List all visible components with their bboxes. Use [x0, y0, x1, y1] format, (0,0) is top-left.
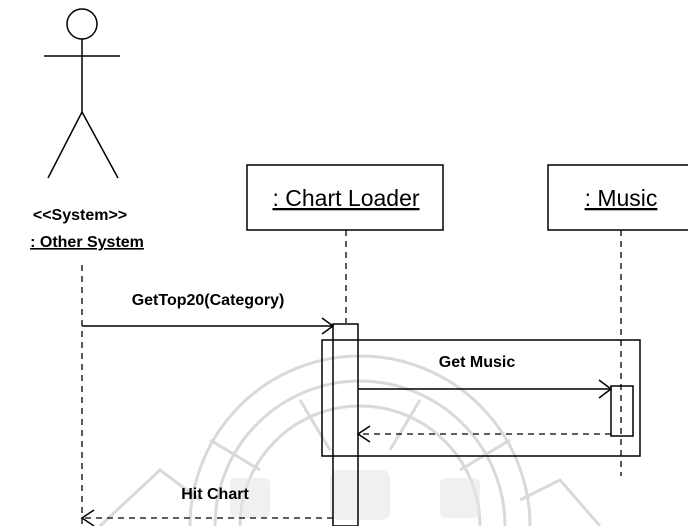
message-label-get-music: Get Music	[439, 354, 516, 371]
message-label-hit-chart: Hit Chart	[181, 486, 249, 503]
lifeline-label-chart-loader: : Chart Loader	[272, 185, 419, 211]
activation-music	[611, 386, 633, 436]
lifeline-label-music: : Music	[585, 185, 658, 211]
actor-right-leg	[82, 112, 118, 178]
actor-stereotype: <<System>>	[33, 207, 127, 224]
actor-figure	[44, 9, 120, 178]
message-label-gettop20: GetTop20(Category)	[132, 292, 285, 309]
actor-left-leg	[48, 112, 82, 178]
watermark-seal	[100, 356, 600, 526]
actor-head	[67, 9, 97, 39]
actor-name: : Other System	[30, 234, 144, 251]
